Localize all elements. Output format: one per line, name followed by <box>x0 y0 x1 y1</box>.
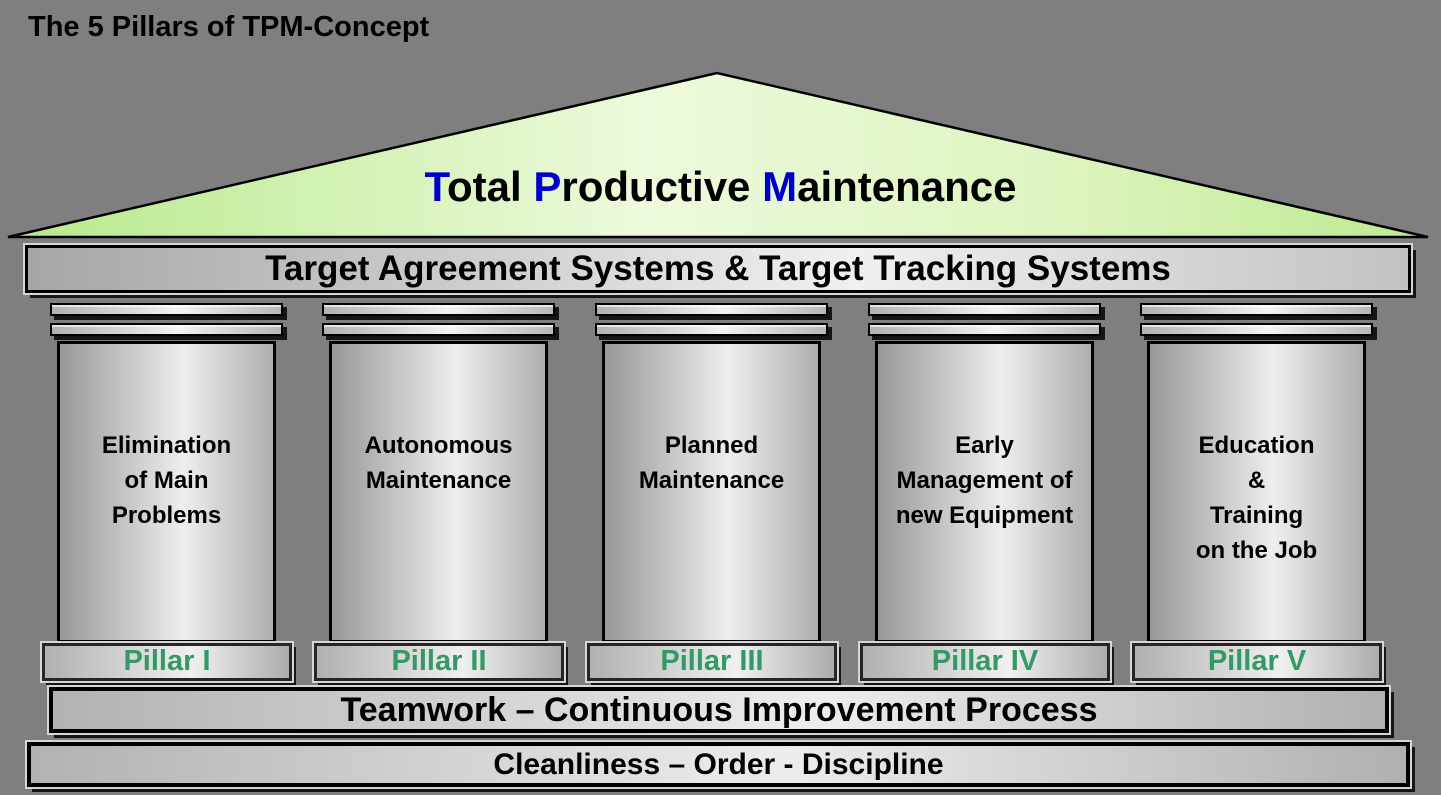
page-title: The 5 Pillars of TPM-Concept <box>28 11 430 43</box>
pillar-body-5: Education & Training on the Job <box>1147 341 1366 643</box>
pillar-column-2: Autonomous Maintenance Pillar II <box>314 303 564 683</box>
pillar-capital <box>322 323 555 336</box>
pillar-body-2: Autonomous Maintenance <box>329 341 548 643</box>
pillar-base-4: Pillar IV <box>860 643 1110 681</box>
pillar-capital <box>1140 323 1373 336</box>
pillar-capital <box>1140 303 1373 316</box>
pillar-capital <box>868 303 1101 316</box>
pillar-capital <box>595 303 828 316</box>
roof-word-productive: Productive <box>533 163 751 210</box>
pillar-capital <box>595 323 828 336</box>
pillar-column-5: Education & Training on the Job Pillar V <box>1132 303 1382 683</box>
pillar-base-5: Pillar V <box>1132 643 1382 681</box>
pillar-capital <box>322 303 555 316</box>
cleanliness-foundation-bar: Cleanliness – Order - Discipline <box>27 742 1410 787</box>
target-systems-beam: Target Agreement Systems & Target Tracki… <box>25 245 1411 293</box>
pillar-capital <box>50 323 283 336</box>
pillar-column-3: Planned Maintenance Pillar III <box>587 303 837 683</box>
roof-word-maintenance: Maintenance <box>762 163 1017 210</box>
roof-title: Total Productive Maintenance <box>0 163 1441 211</box>
pillar-capital <box>868 323 1101 336</box>
pillar-base-3: Pillar III <box>587 643 837 681</box>
teamwork-foundation-bar: Teamwork – Continuous Improvement Proces… <box>49 687 1389 733</box>
pillar-body-1: Elimination of Main Problems <box>57 341 276 643</box>
pillar-body-3: Planned Maintenance <box>602 341 821 643</box>
pillar-column-1: Elimination of Main Problems Pillar I <box>42 303 292 683</box>
roof-word-total: Total <box>424 163 522 210</box>
pillar-column-4: Early Management of new Equipment Pillar… <box>860 303 1110 683</box>
pillar-body-4: Early Management of new Equipment <box>875 341 1094 643</box>
pillar-capital <box>50 303 283 316</box>
pillar-base-1: Pillar I <box>42 643 292 681</box>
pillar-base-2: Pillar II <box>314 643 564 681</box>
